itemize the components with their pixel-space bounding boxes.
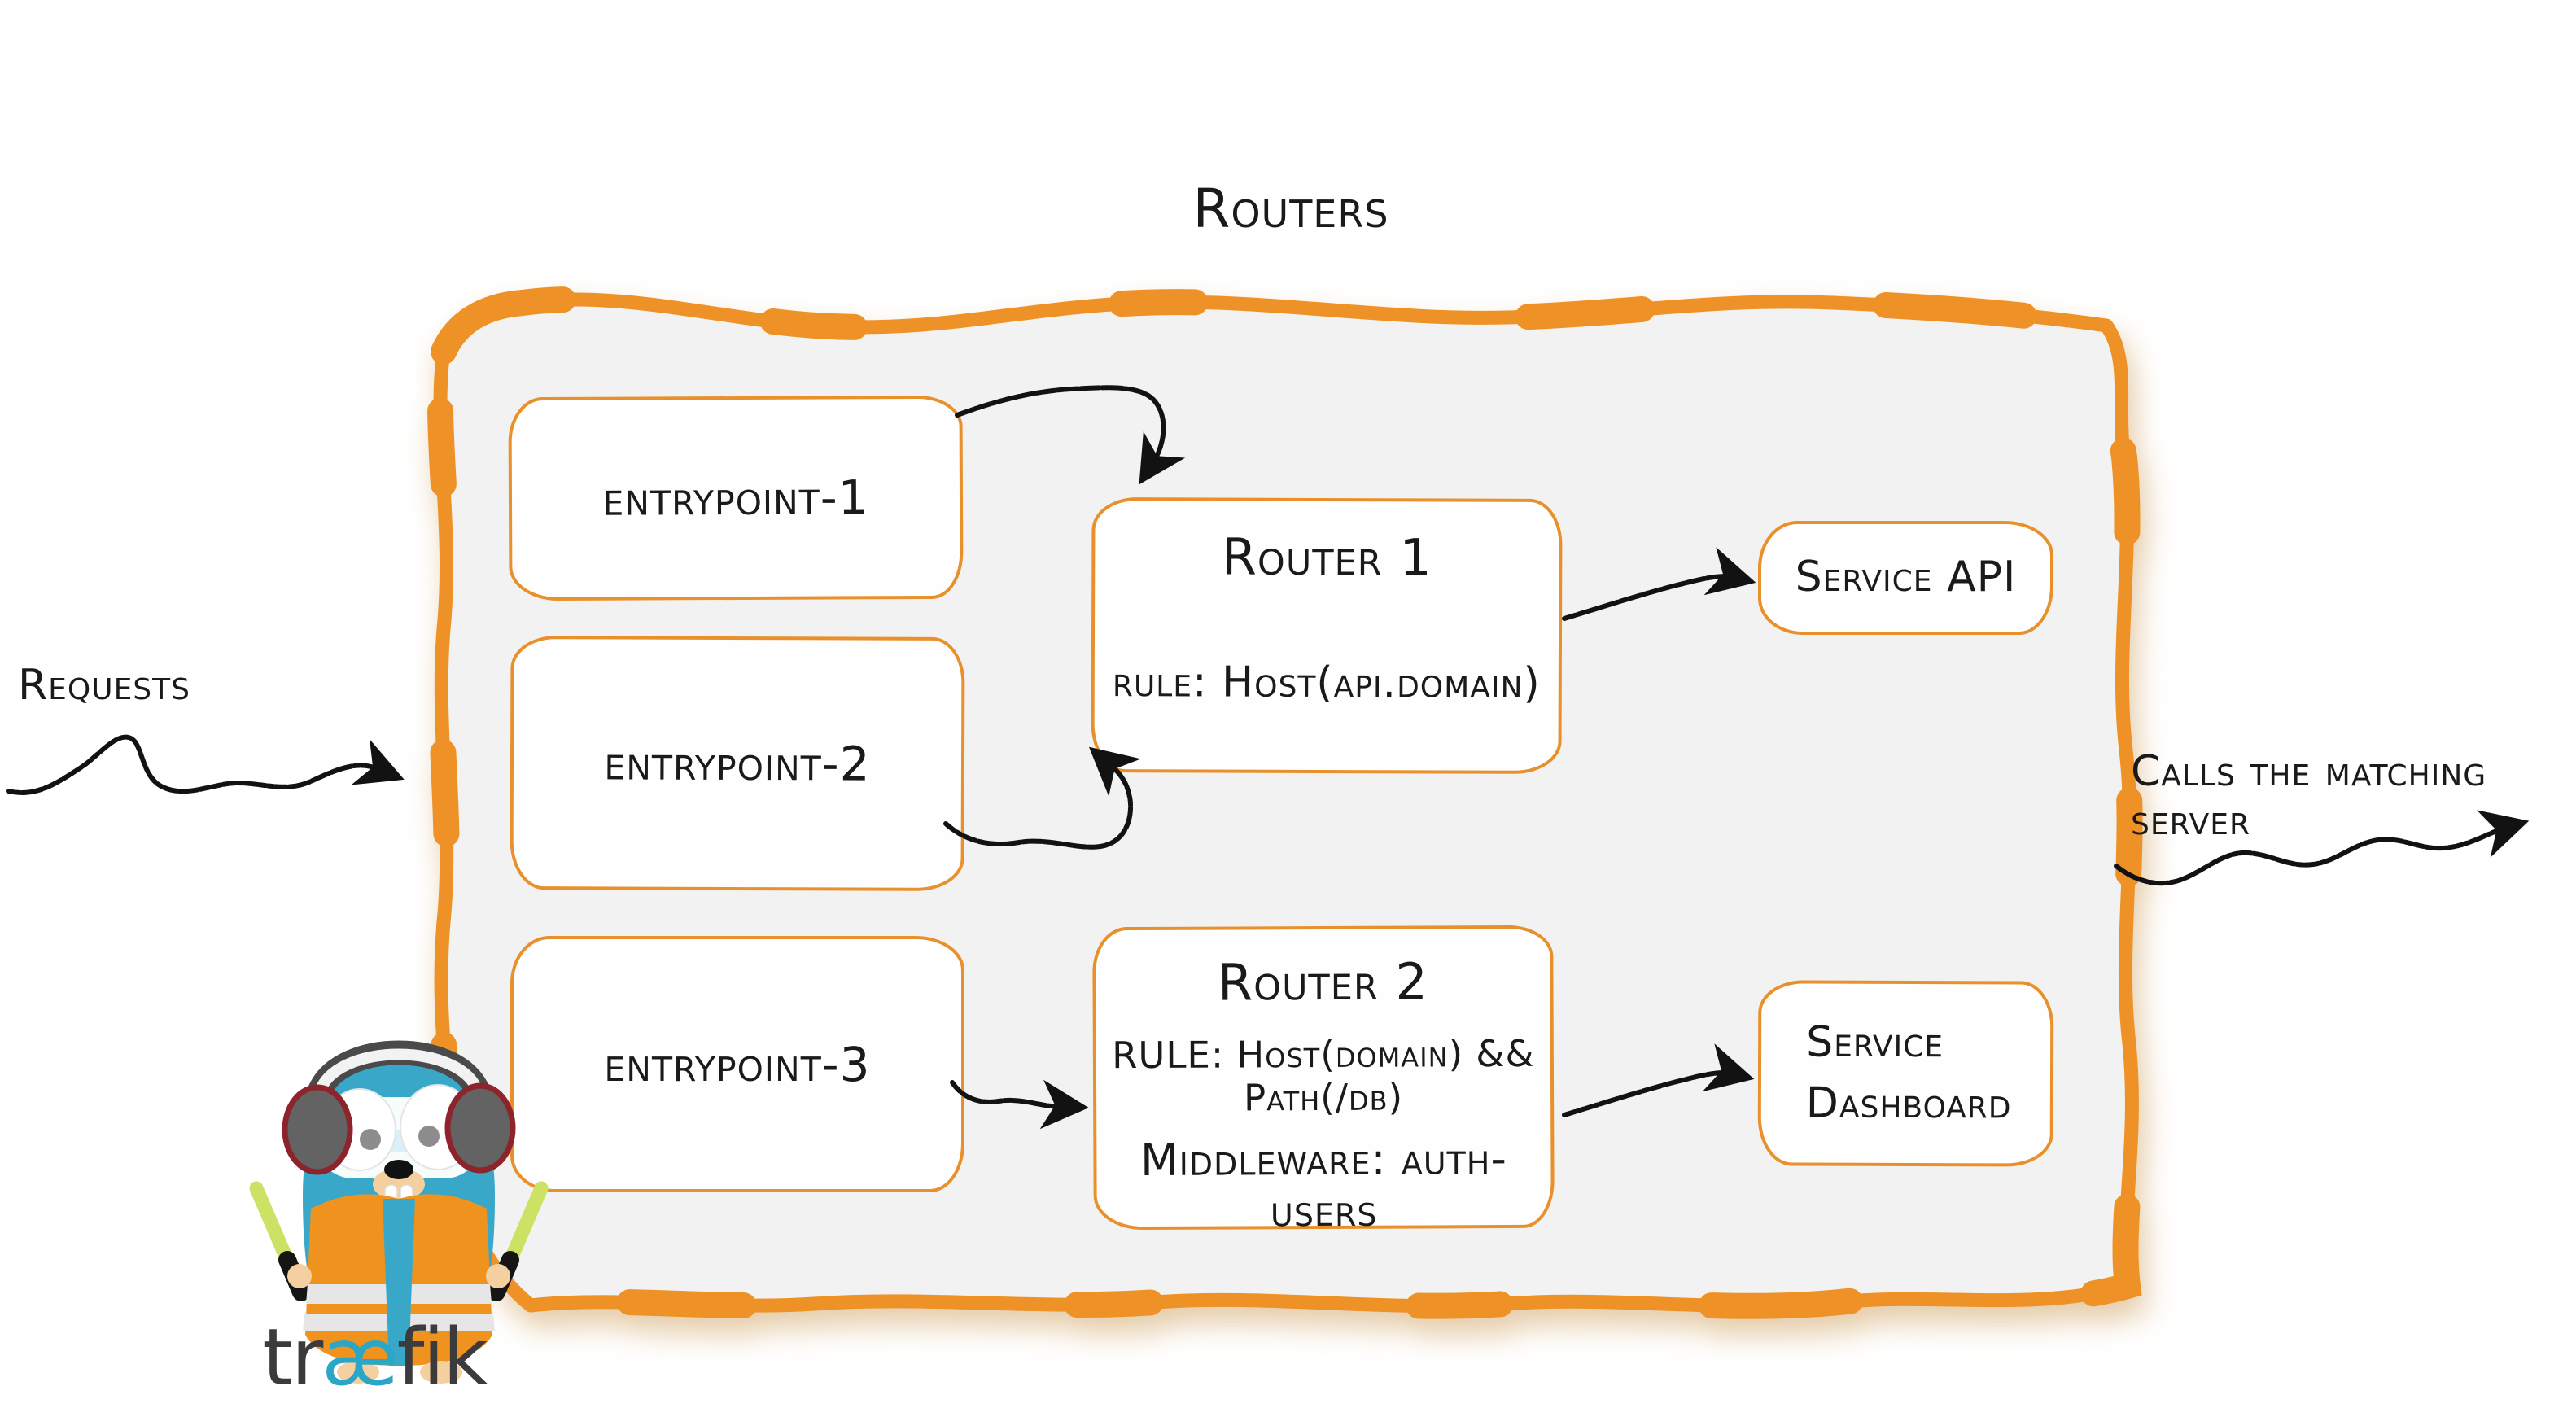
wordmark-post: fik — [396, 1312, 488, 1403]
wordmark-ae: æ — [321, 1312, 398, 1403]
service-dashboard-label-line2: Dashboard — [1805, 1078, 2012, 1129]
entrypoint-3-label: entrypoint-3 — [604, 1036, 871, 1092]
entrypoint-1-box: entrypoint-1 — [508, 395, 964, 601]
service-api-label: Service API — [1795, 553, 2017, 602]
page-title: Routers — [1192, 177, 1389, 240]
entrypoint-1-label: entrypoint-1 — [602, 470, 869, 527]
service-api-box: Service API — [1758, 521, 2053, 635]
gopher-headphones — [282, 1040, 516, 1175]
calls-matching-server-label: Calls the matching server — [2131, 747, 2487, 845]
gopher-paws — [287, 1264, 510, 1384]
traefik-wordmark: træfik — [244, 1312, 505, 1403]
wordmark-pre: tr — [262, 1312, 323, 1403]
container-brush-texture — [427, 286, 2145, 1319]
router-2-box: Router 2 RULE: Host(domain) && Path(/db)… — [1092, 925, 1555, 1236]
router-1-title: Router 1 — [1221, 527, 1432, 588]
entrypoint-3-box: entrypoint-3 — [510, 936, 964, 1192]
router-1-box: Router 1 rule: Host(api.domain) — [1091, 496, 1563, 775]
gopher-safety-vest — [303, 1194, 495, 1366]
router-2-middleware: Middleware: auth-users — [1139, 1133, 1507, 1237]
router-1-rule: rule: Host(api.domain) — [1112, 658, 1541, 708]
router-2-title: Router 2 — [1217, 951, 1429, 1012]
entrypoint-2-box: entrypoint-2 — [510, 636, 965, 891]
router-2-rule: RULE: Host(domain) && Path(/db) — [1112, 1031, 1535, 1120]
entrypoint-2-label: entrypoint-2 — [604, 735, 871, 792]
service-dashboard-label-line1: Service — [1806, 1017, 1944, 1067]
requests-label: Requests — [18, 661, 191, 710]
service-dashboard-box: Service Dashboard — [1757, 980, 2054, 1167]
traefik-gopher-icon — [249, 1040, 549, 1384]
